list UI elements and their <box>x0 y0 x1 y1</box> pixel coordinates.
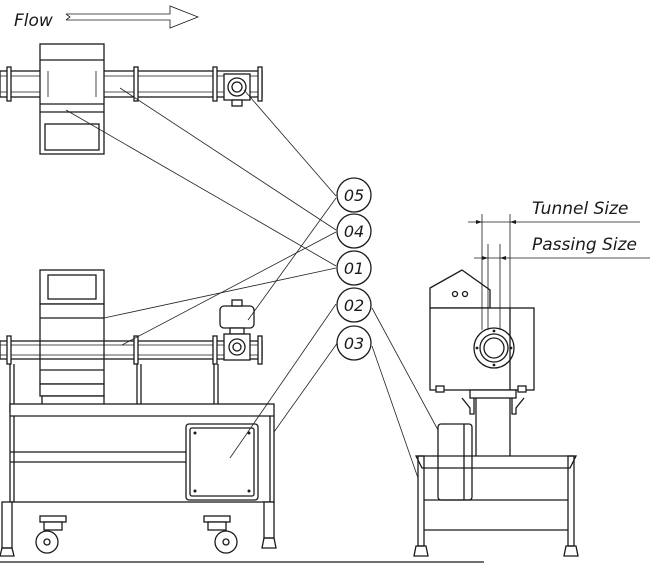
callout-02: 02 <box>336 287 372 323</box>
flow-label: Flow <box>14 11 53 31</box>
top-view <box>0 43 263 155</box>
callout-03-label: 03 <box>344 334 364 353</box>
end-view <box>413 214 650 557</box>
callout-05: 05 <box>336 177 372 213</box>
callout-02-label: 02 <box>344 296 364 315</box>
callout-03: 03 <box>336 325 372 361</box>
leader-lines <box>65 87 439 479</box>
callout-04: 04 <box>336 213 372 249</box>
flow-arrow-icon <box>65 5 200 29</box>
callout-01-label: 01 <box>344 259 364 278</box>
passing-size-label: Passing Size <box>532 235 637 255</box>
side-view <box>0 269 277 557</box>
callout-04-label: 04 <box>344 222 364 241</box>
tunnel-size-label: Tunnel Size <box>532 199 628 219</box>
callout-01: 01 <box>336 250 372 286</box>
callout-05-label: 05 <box>344 186 364 205</box>
